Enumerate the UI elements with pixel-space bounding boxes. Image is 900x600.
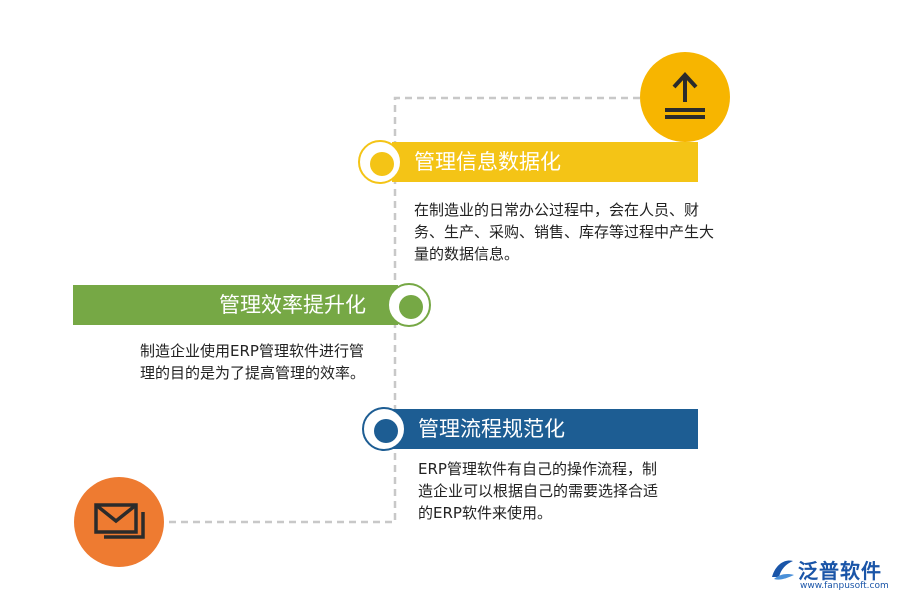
item-description-process: ERP管理软件有自己的操作流程，制造企业可以根据自己的需要选择合适的ERP软件来… — [418, 460, 659, 522]
item-title-efficiency: 管理效率提升化 — [73, 285, 398, 325]
logo-mark-icon — [772, 560, 794, 580]
item-description-data: 在制造业的日常办公过程中，会在人员、财务、生产、采购、销售、库存等过程中产生大量… — [414, 201, 715, 263]
item-title-data: 管理信息数据化 — [392, 142, 698, 182]
item-marker-process — [362, 407, 406, 451]
item-marker-efficiency — [387, 283, 431, 327]
item-description-efficiency: 制造企业使用ERP管理软件进行管理的目的是为了提高管理的效率。 — [140, 342, 366, 382]
item-title-process: 管理流程规范化 — [392, 409, 698, 449]
upload-icon — [640, 52, 730, 142]
mail-icon — [74, 477, 164, 567]
brand-logo: 泛普软件 www.fanpusoft.com — [768, 555, 893, 595]
item-marker-data — [358, 140, 402, 184]
logo-name: 泛普软件 — [798, 559, 882, 583]
logo-url: www.fanpusoft.com — [800, 581, 889, 591]
